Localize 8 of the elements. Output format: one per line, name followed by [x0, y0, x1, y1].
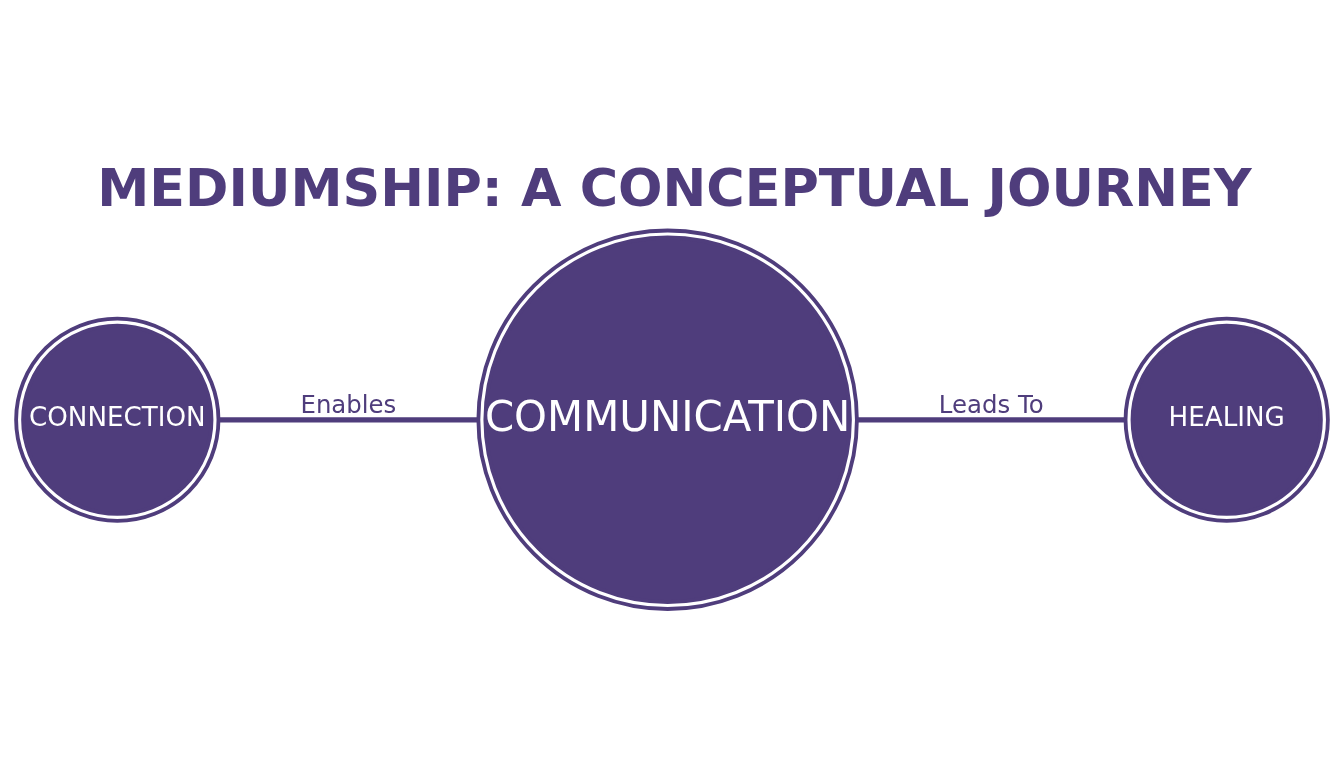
connector: [218, 417, 478, 423]
diagram-title: MEDIUMSHIP: A CONCEPTUAL JOURNEY: [97, 157, 1252, 219]
node-circle: HEALING: [1123, 316, 1330, 523]
node-circle: CONNECTION: [14, 316, 221, 523]
edge-label: Enables: [300, 390, 397, 420]
node-circle: COMMUNICATION: [476, 228, 859, 611]
edge-label: Leads To: [938, 390, 1044, 420]
connector: [857, 417, 1126, 423]
